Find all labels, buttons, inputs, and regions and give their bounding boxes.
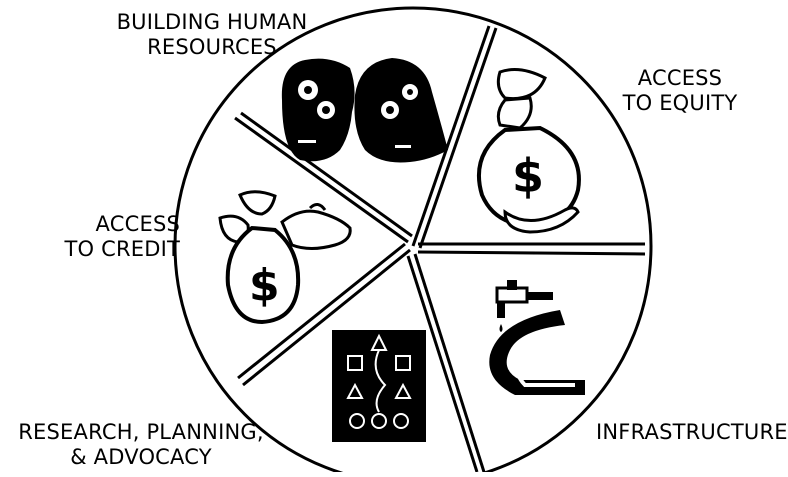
svg-text:$: $: [512, 149, 544, 203]
label-research-planning-advocacy: RESEARCH, PLANNING, & ADVOCACY: [18, 420, 264, 469]
pie-dividers: [234, 25, 646, 473]
money-bag-in-hand-icon: $: [476, 68, 581, 234]
flowchart-icon: [332, 330, 426, 442]
label-access-to-credit: ACCESS TO CREDIT: [64, 212, 180, 261]
label-access-to-equity: ACCESS TO EQUITY: [622, 66, 738, 115]
two-faces-with-gears-icon: [281, 58, 448, 163]
label-building-human-resources: BUILDING HUMAN RESOURCES: [116, 10, 308, 59]
money-bag-handoff-icon: $: [218, 190, 352, 325]
faucet-and-road-icon: [489, 280, 585, 395]
svg-text:$: $: [249, 260, 280, 311]
label-infrastructure: INFRASTRUCTURE: [596, 420, 788, 444]
